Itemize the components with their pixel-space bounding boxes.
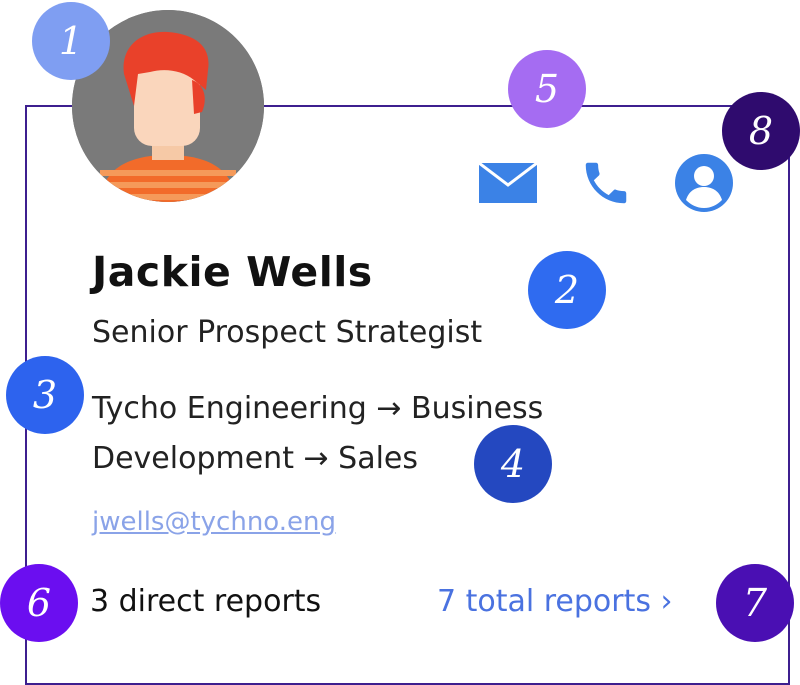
total-reports-link[interactable]: 7 total reports › <box>437 584 673 619</box>
profile-title: Senior Prospect Strategist <box>92 315 483 350</box>
annotation-badge-7: 7 <box>716 564 794 642</box>
direct-reports: 3 direct reports <box>90 584 322 619</box>
annotation-badge-1: 1 <box>32 2 110 80</box>
profile-name: Jackie Wells <box>92 248 373 296</box>
call-action-button[interactable] <box>576 155 636 215</box>
annotation-badge-4: 4 <box>474 425 552 503</box>
annotation-badge-8: 8 <box>722 92 800 170</box>
mail-icon <box>478 161 538 207</box>
contact-actions <box>478 154 738 216</box>
email-action-button[interactable] <box>478 155 538 215</box>
profile-card <box>25 105 790 685</box>
org-path: Tycho Engineering → Business Development… <box>92 391 544 476</box>
profile-action-button[interactable] <box>674 154 734 216</box>
annotation-badge-3: 3 <box>6 356 84 434</box>
email-link[interactable]: jwells@tychno.eng <box>92 507 337 537</box>
annotation-badge-2: 2 <box>528 251 606 329</box>
profile-icon <box>675 154 733 216</box>
phone-icon <box>579 156 633 214</box>
annotation-badge-6: 6 <box>0 564 78 642</box>
annotation-badge-5: 5 <box>508 50 586 128</box>
